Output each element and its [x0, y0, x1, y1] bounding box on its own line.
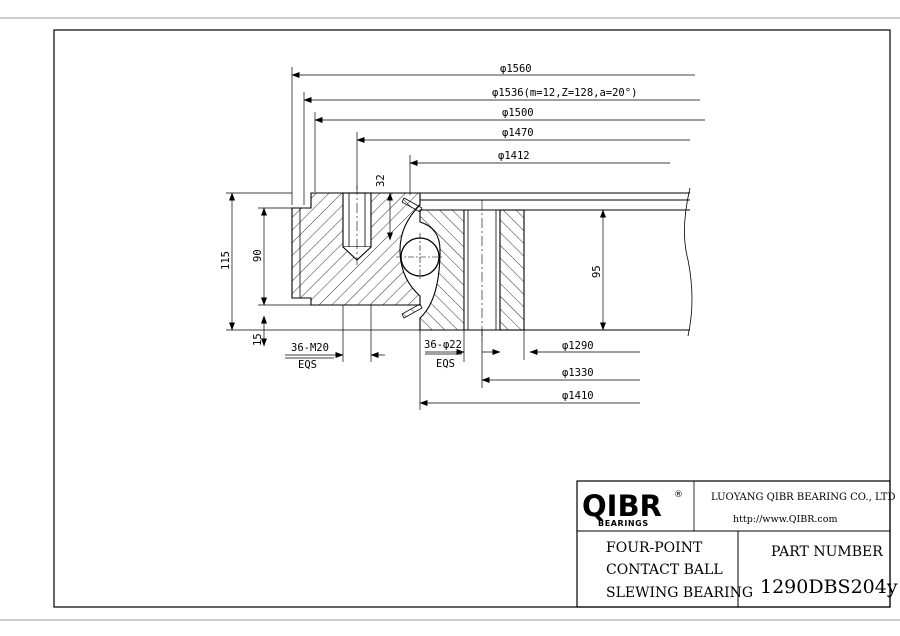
dim-h90: 90: [252, 249, 264, 262]
logo-subtitle: BEARINGS: [598, 519, 649, 528]
bearing-cross-section: [291, 185, 693, 340]
dim-d1410: φ1410: [562, 390, 594, 402]
drawing-border: [53, 29, 891, 608]
dim-h32: 32: [375, 174, 387, 187]
dim-d1290: φ1290: [562, 340, 594, 352]
company-url: http://www.QIBR.com: [733, 514, 837, 525]
dim-d1536: φ1536(m=12,Z=128,a=20°): [492, 87, 637, 99]
registered-mark: ®: [674, 490, 683, 500]
dim-d1330: φ1330: [562, 367, 594, 379]
company-logo: QIBR: [582, 489, 662, 523]
part-number: 1290DBS204y: [760, 576, 898, 598]
dim-d1470: φ1470: [502, 127, 534, 139]
title-block: [576, 480, 891, 608]
seal-top: [401, 197, 423, 213]
desc-line-2: CONTACT BALL: [606, 562, 723, 578]
dim-h15: 15: [252, 333, 264, 346]
dim-h95: 95: [591, 265, 603, 278]
part-number-label: PART NUMBER: [771, 544, 883, 560]
threaded-hole: [342, 192, 372, 248]
dim-d1412: φ1412: [498, 150, 530, 162]
diameter-dimensions: [226, 67, 705, 410]
dim-d1560: φ1560: [500, 63, 532, 75]
seal-bottom: [401, 303, 423, 319]
inner-ring: [419, 209, 465, 331]
company-name: LUOYANG QIBR BEARING CO., LTD: [711, 492, 895, 503]
dim-holes-inner-eqs: EQS: [436, 358, 455, 370]
desc-line-1: FOUR-POINT: [606, 540, 703, 556]
dim-holes-outer: 36-M20: [291, 342, 329, 354]
desc-line-3: SLEWING BEARING: [606, 585, 753, 601]
dim-h115: 115: [220, 251, 232, 270]
dim-holes-inner: 36-φ22: [424, 339, 462, 351]
dim-d1500: φ1500: [502, 107, 534, 119]
dim-holes-outer-eqs: EQS: [298, 359, 317, 371]
